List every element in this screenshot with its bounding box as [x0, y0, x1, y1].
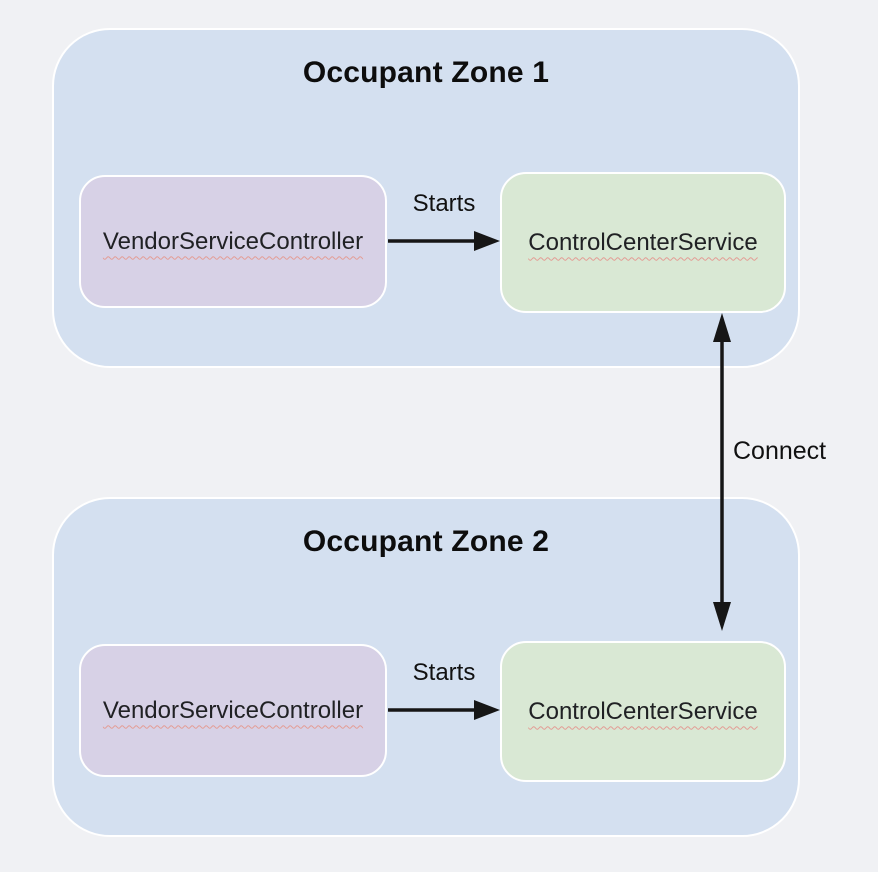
occupant-zone-2: Occupant Zone 2 VendorServiceController …: [52, 497, 800, 837]
vendor-service-controller-node: VendorServiceController: [79, 644, 387, 777]
node-label: ControlCenterService: [528, 697, 758, 725]
starts-arrow-right-icon: [388, 700, 500, 720]
starts-label: Starts: [412, 659, 476, 686]
node-label: VendorServiceController: [102, 227, 364, 255]
zone-title: Occupant Zone 2: [302, 525, 550, 558]
zone-title: Occupant Zone 1: [302, 56, 550, 89]
node-label: ControlCenterService: [528, 228, 758, 256]
starts-arrow-right-icon: [388, 231, 500, 251]
occupant-zone-1: Occupant Zone 1 VendorServiceController …: [52, 28, 800, 368]
connect-label: Connect: [733, 437, 827, 465]
starts-label: Starts: [412, 190, 476, 217]
connect-double-arrow-icon: [713, 313, 731, 631]
control-center-service-node: ControlCenterService: [500, 172, 786, 313]
control-center-service-node: ControlCenterService: [500, 641, 786, 782]
vendor-service-controller-node: VendorServiceController: [79, 175, 387, 308]
node-label: VendorServiceController: [102, 696, 364, 724]
